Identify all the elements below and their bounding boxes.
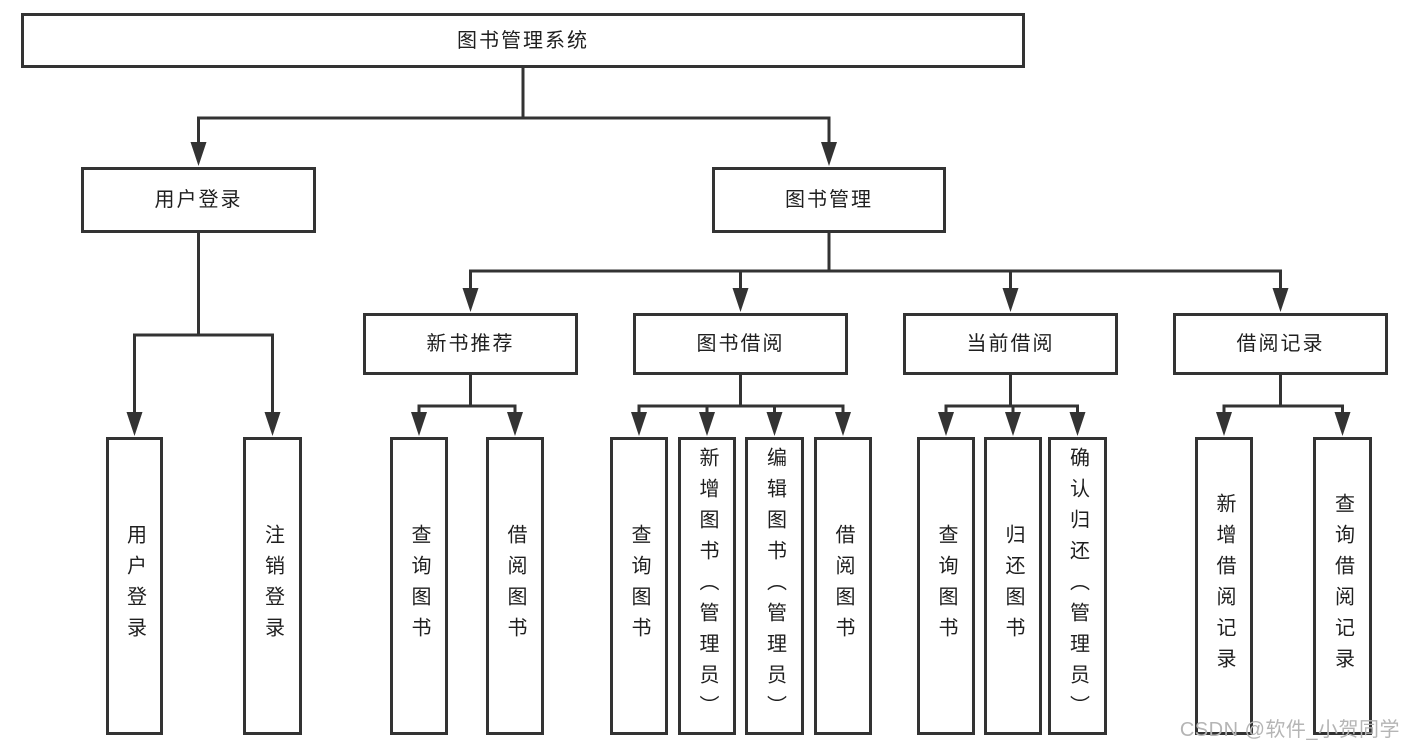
connector-root xyxy=(197,66,831,154)
arrow-down-icon xyxy=(507,412,523,436)
node-rec-query: 查询图书 xyxy=(390,437,448,735)
connector-group-book-borrow xyxy=(631,373,851,436)
node-user-login: 用户登录 xyxy=(81,167,316,233)
node-bor-edit: 编辑图书（管理员） xyxy=(745,437,804,735)
arrow-down-icon xyxy=(1334,412,1351,436)
arrow-down-icon xyxy=(766,412,783,436)
node-login-logout: 注销登录 xyxy=(243,437,302,735)
node-label-borrow-records: 借阅记录 xyxy=(1236,333,1325,355)
node-current-borrow: 当前借阅 xyxy=(903,313,1118,375)
node-label-cur-return: 归还图书 xyxy=(1002,524,1024,648)
connector-group-user-login xyxy=(126,231,281,436)
node-label-rec-query: 查询图书 xyxy=(408,524,430,648)
arrow-down-icon xyxy=(1216,412,1232,436)
node-cur-query: 查询图书 xyxy=(917,437,975,735)
arrow-down-icon xyxy=(126,412,143,436)
node-label-book-mgmt: 图书管理 xyxy=(785,189,873,211)
node-label-bor-add: 新增图书（管理员） xyxy=(696,446,718,726)
node-label-login-user: 用户登录 xyxy=(123,524,146,648)
arrow-down-icon xyxy=(835,412,851,436)
node-label-root: 图书管理系统 xyxy=(457,29,589,52)
node-root: 图书管理系统 xyxy=(21,13,1025,68)
connector-book-borrow xyxy=(637,373,845,424)
node-rec-borrow: 借阅图书 xyxy=(486,437,544,735)
arrow-down-icon xyxy=(699,412,715,436)
arrow-down-icon xyxy=(190,142,207,166)
connector-group-borrow-records xyxy=(1216,373,1351,436)
node-new-book-recommend: 新书推荐 xyxy=(363,313,578,375)
node-label-book-borrow: 图书借阅 xyxy=(696,333,785,355)
connector-user-login xyxy=(133,231,274,424)
node-label-current-borrow: 当前借阅 xyxy=(966,333,1055,355)
node-label-rec-borrow: 借阅图书 xyxy=(504,524,526,648)
arrow-down-icon xyxy=(631,412,647,436)
node-label-user-login: 用户登录 xyxy=(154,189,243,211)
node-borrow-records: 借阅记录 xyxy=(1173,313,1388,375)
node-bor-borrow: 借阅图书 xyxy=(814,437,872,735)
arrow-down-icon xyxy=(732,288,749,312)
watermark: CSDN @软件_小贺同学 xyxy=(1179,719,1400,741)
arrow-down-icon xyxy=(1005,412,1021,436)
connector-group-current-borrow xyxy=(938,373,1086,436)
node-label-cur-query: 查询图书 xyxy=(935,524,957,648)
connector-group-root xyxy=(190,66,837,166)
connector-group-book-mgmt xyxy=(462,231,1289,312)
arrow-down-icon xyxy=(264,412,281,436)
node-label-cur-confirm: 确认归还（管理员） xyxy=(1066,446,1089,726)
connector-group-new-book-recommend xyxy=(411,373,523,436)
arrow-down-icon xyxy=(1002,288,1019,312)
node-label-login-logout: 注销登录 xyxy=(261,524,284,648)
node-label-recd-query: 查询借阅记录 xyxy=(1331,493,1354,679)
node-bor-add: 新增图书（管理员） xyxy=(678,437,736,735)
arrow-down-icon xyxy=(411,412,427,436)
node-label-bor-edit: 编辑图书（管理员） xyxy=(763,446,786,726)
node-book-mgmt: 图书管理 xyxy=(712,167,946,233)
node-label-bor-borrow: 借阅图书 xyxy=(832,524,854,648)
connector-borrow-records xyxy=(1222,373,1344,424)
node-book-borrow: 图书借阅 xyxy=(633,313,848,375)
arrow-down-icon xyxy=(821,142,837,166)
arrow-down-icon xyxy=(1069,412,1086,436)
node-cur-confirm: 确认归还（管理员） xyxy=(1048,437,1107,735)
node-label-recd-add: 新增借阅记录 xyxy=(1213,493,1235,679)
node-recd-query: 查询借阅记录 xyxy=(1313,437,1372,735)
node-bor-query: 查询图书 xyxy=(610,437,668,735)
arrow-down-icon xyxy=(1272,288,1289,312)
node-login-user: 用户登录 xyxy=(106,437,163,735)
connector-new-book-recommend xyxy=(417,373,517,424)
arrow-down-icon xyxy=(462,288,479,312)
node-label-new-book-recommend: 新书推荐 xyxy=(426,333,515,355)
arrow-down-icon xyxy=(938,412,954,436)
node-recd-add: 新增借阅记录 xyxy=(1195,437,1253,735)
node-cur-return: 归还图书 xyxy=(984,437,1042,735)
connector-book-mgmt xyxy=(469,231,1282,300)
node-label-bor-query: 查询图书 xyxy=(628,524,650,648)
